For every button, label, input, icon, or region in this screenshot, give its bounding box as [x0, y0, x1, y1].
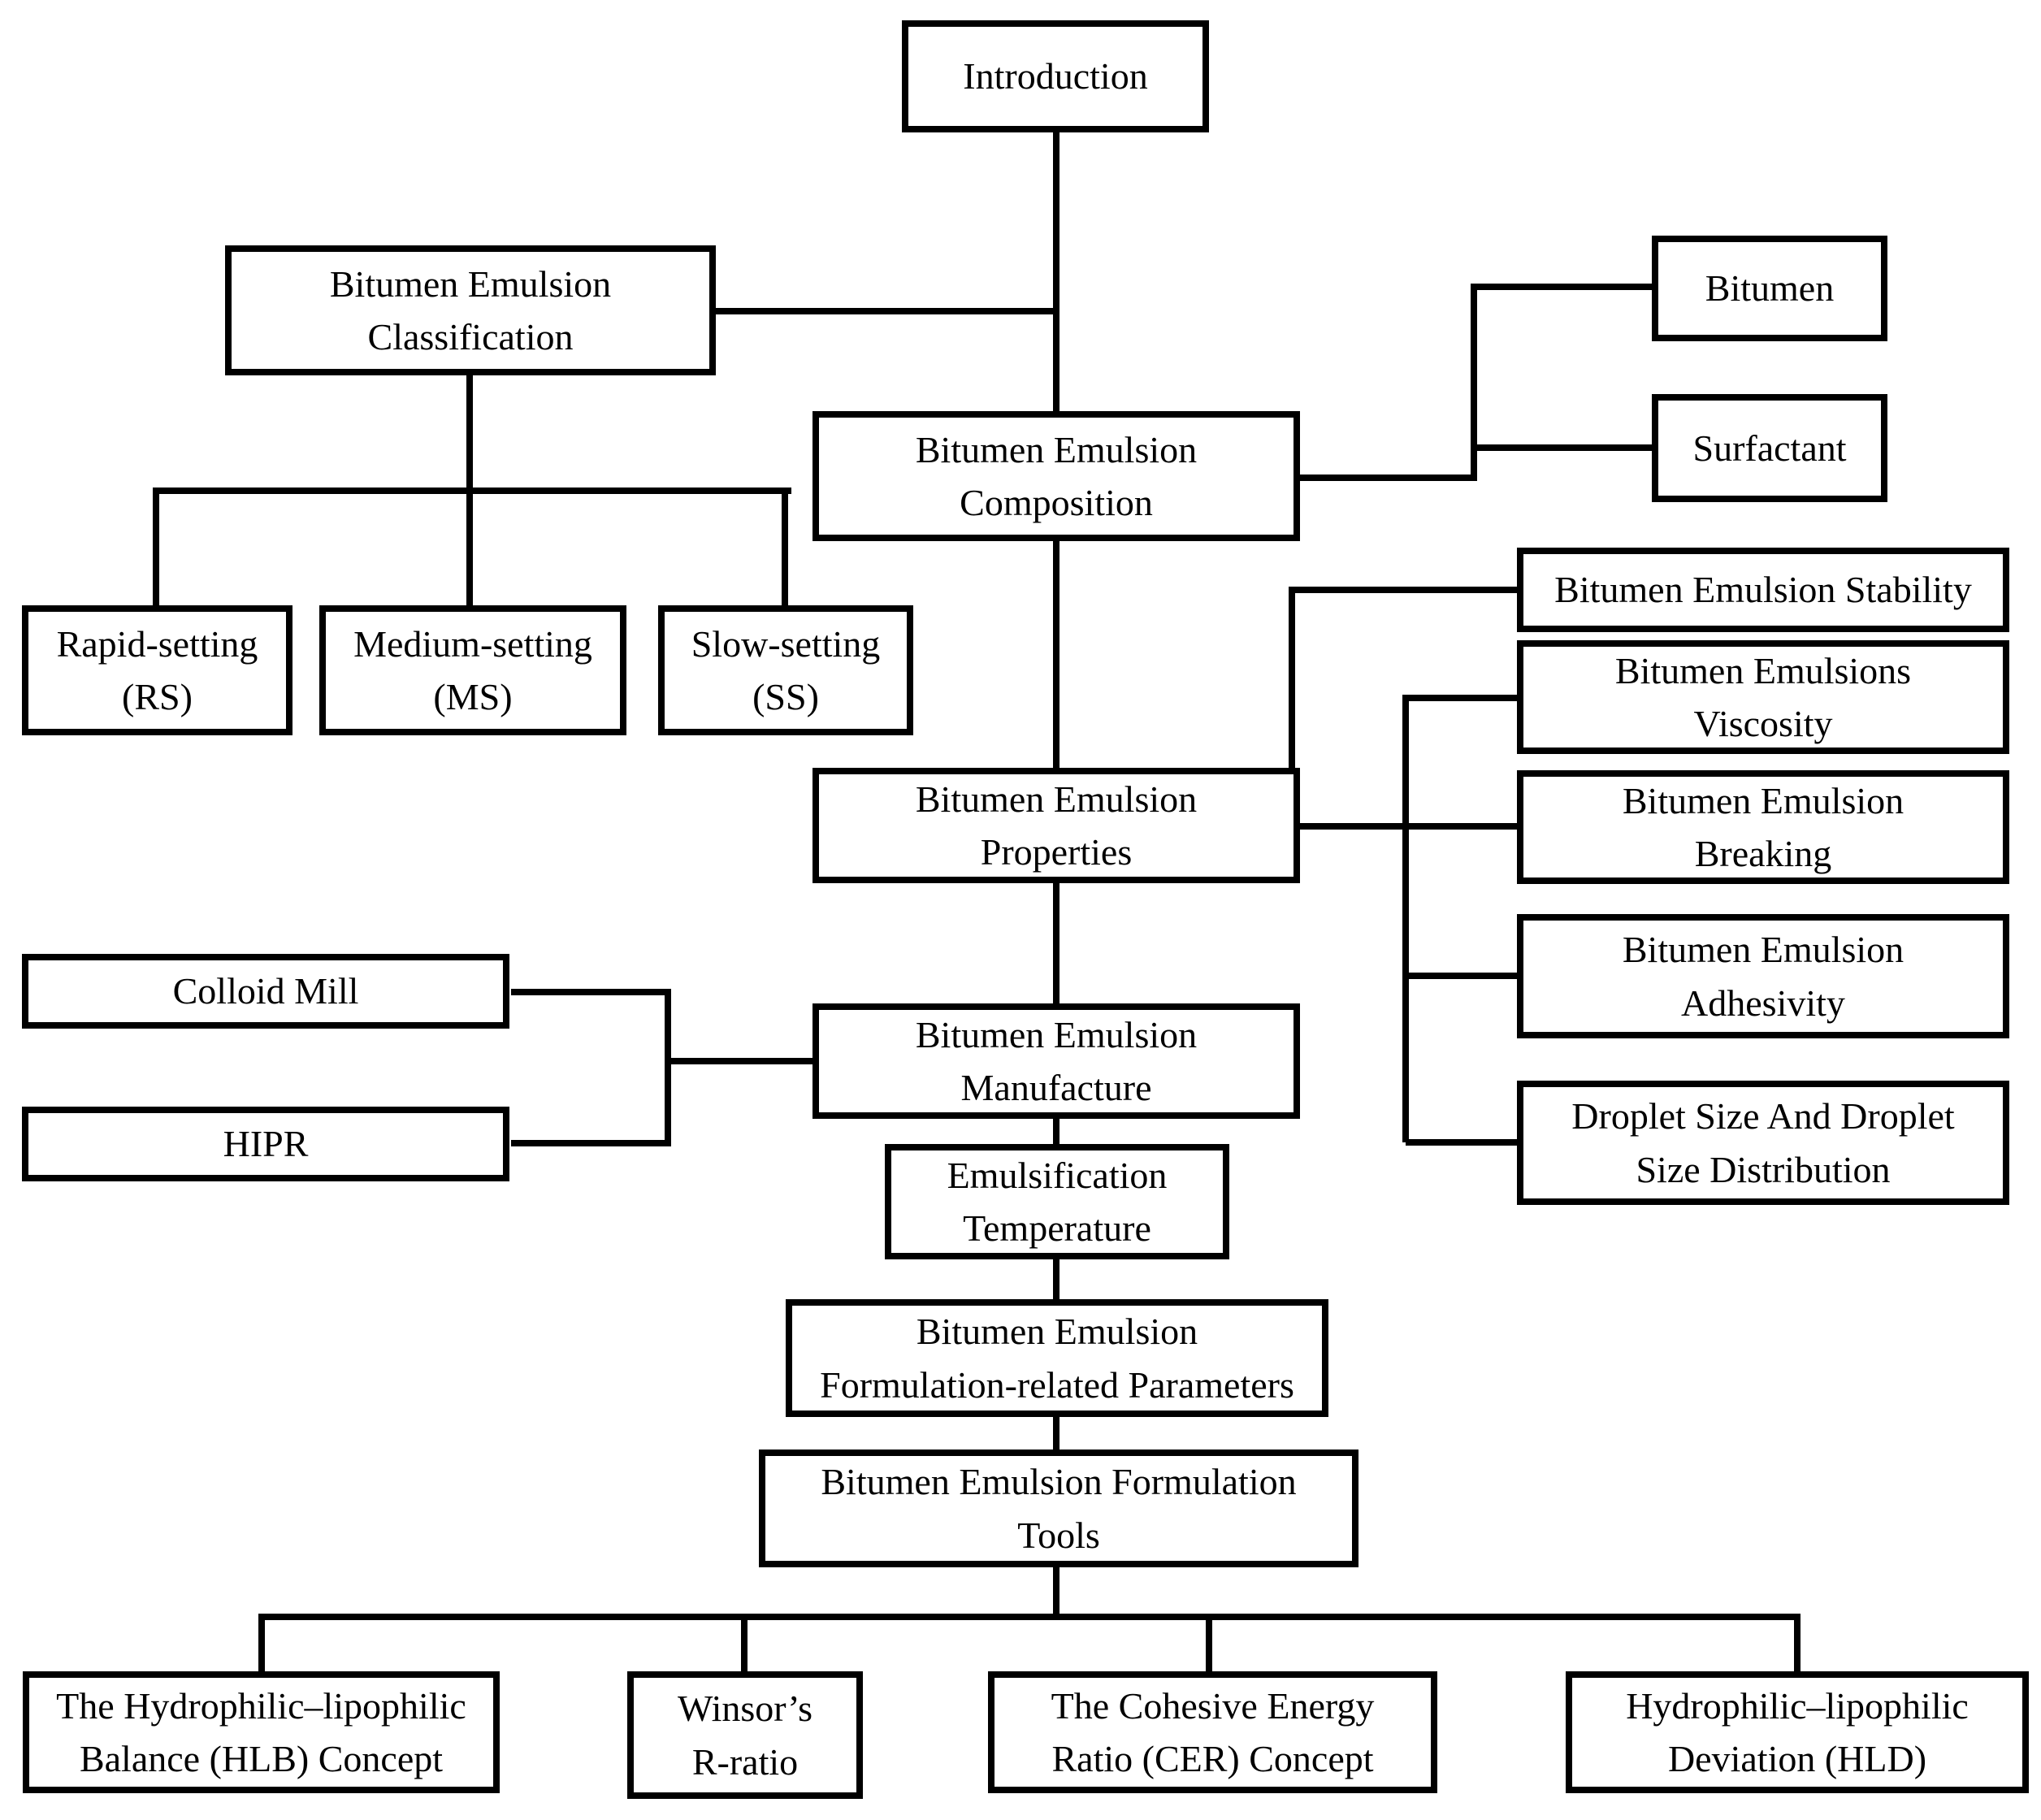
connector-classification-branch	[153, 488, 791, 494]
node-formulation-tools: Bitumen Emulsion Formulation Tools	[759, 1450, 1358, 1567]
connector-stability-horizontal	[1289, 587, 1520, 593]
node-winsor-r-ratio: Winsor’s R-ratio	[627, 1671, 863, 1799]
connector-hipr-horizontal	[511, 1140, 670, 1146]
connector-spine-intro-composition	[1053, 128, 1060, 414]
connector-adhesivity-horizontal	[1406, 973, 1520, 979]
connector-spine-properties-manufacture	[1053, 880, 1060, 1007]
connector-drop-hld	[1794, 1617, 1800, 1671]
connector-spine-temperature-parameters	[1053, 1256, 1060, 1302]
node-cer-concept: The Cohesive Energy Ratio (CER) Concept	[988, 1671, 1437, 1793]
connector-drop-cer	[1206, 1617, 1212, 1671]
connector-classification-horizontal	[713, 308, 1056, 314]
node-composition: Bitumen Emulsion Composition	[812, 411, 1300, 541]
node-bitumen: Bitumen	[1652, 236, 1887, 341]
connector-composition-right-vertical	[1471, 284, 1477, 481]
node-colloid-mill: Colloid Mill	[22, 954, 509, 1029]
connector-manufacture-horizontal	[665, 1058, 816, 1064]
connector-droplet-horizontal	[1406, 1139, 1520, 1146]
connector-colloid-mill-horizontal	[511, 989, 670, 995]
node-breaking: Bitumen Emulsion Breaking	[1517, 770, 2009, 884]
connector-spine-tools-branch	[1053, 1563, 1060, 1617]
connector-composition-right-horizontal	[1297, 474, 1477, 481]
node-adhesivity: Bitumen Emulsion Adhesivity	[1517, 914, 2009, 1038]
connector-bitumen-horizontal	[1474, 284, 1654, 290]
node-formulation-parameters: Bitumen Emulsion Formulation-related Par…	[786, 1299, 1328, 1417]
node-rapid-setting: Rapid-setting (RS)	[22, 605, 292, 735]
node-classification: Bitumen Emulsion Classification	[225, 245, 716, 375]
node-surfactant: Surfactant	[1652, 394, 1887, 502]
node-hld-deviation: Hydrophilic–lipophilic Deviation (HLD)	[1566, 1671, 2029, 1793]
node-hlb-concept: The Hydrophilic–lipophilic Balance (HLB)…	[23, 1671, 500, 1793]
connector-spine-parameters-tools	[1053, 1413, 1060, 1453]
node-droplet-size: Droplet Size And Droplet Size Distributi…	[1517, 1081, 2009, 1205]
node-stability: Bitumen Emulsion Stability	[1517, 548, 2009, 632]
connector-drop-winsor	[741, 1617, 748, 1671]
connector-manufacture-left-vertical	[665, 989, 671, 1146]
node-medium-setting: Medium-setting (MS)	[319, 605, 626, 735]
node-manufacture: Bitumen Emulsion Manufacture	[812, 1003, 1300, 1119]
node-hipr: HIPR	[22, 1107, 509, 1181]
connector-surfactant-horizontal	[1474, 444, 1654, 451]
connector-spine-manufacture-temperature	[1053, 1116, 1060, 1147]
connector-drop-rapid-setting	[153, 491, 159, 609]
connector-spine-composition-properties	[1053, 538, 1060, 771]
node-slow-setting: Slow-setting (SS)	[658, 605, 913, 735]
node-emulsification-temperature: Emulsification Temperature	[885, 1144, 1229, 1259]
connector-tools-branch	[258, 1614, 1800, 1620]
node-viscosity: Bitumen Emulsions Viscosity	[1517, 640, 2009, 754]
node-properties: Bitumen Emulsion Properties	[812, 768, 1300, 883]
connector-properties-right-vertical	[1402, 695, 1409, 1142]
connector-drop-hlb	[258, 1617, 265, 1671]
connector-viscosity-horizontal	[1406, 695, 1520, 701]
connector-stability-vertical	[1289, 587, 1295, 830]
node-introduction: Introduction	[902, 20, 1209, 132]
connector-drop-slow-setting	[782, 491, 788, 609]
